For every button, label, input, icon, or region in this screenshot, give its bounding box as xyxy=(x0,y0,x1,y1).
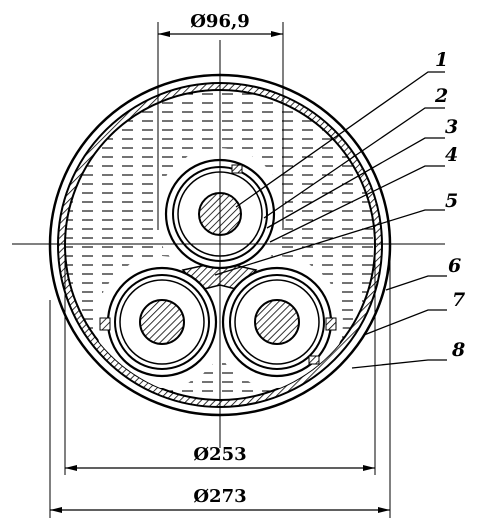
callout-5: 5 xyxy=(445,190,458,212)
callout-4: 4 xyxy=(445,144,458,166)
dimension-outer: Ø273 xyxy=(49,245,391,518)
dimension-inner-diameter: Ø253 xyxy=(193,444,246,465)
callout-2: 2 xyxy=(434,85,448,107)
dimension-top: Ø96,9 xyxy=(157,11,284,230)
callout-7: 7 xyxy=(452,289,465,311)
callout-leaders xyxy=(214,71,447,369)
core-bottom-left xyxy=(106,266,218,378)
callout-1: 1 xyxy=(435,49,448,71)
callout-6: 6 xyxy=(448,255,461,277)
dimension-outer-diameter: Ø273 xyxy=(193,486,246,507)
dimension-inner: Ø253 xyxy=(64,245,376,475)
dimension-inner-core-spacing: Ø96,9 xyxy=(190,11,250,32)
callout-8: 8 xyxy=(451,339,465,361)
callout-3: 3 xyxy=(445,116,458,138)
core-bottom-right xyxy=(221,266,333,378)
